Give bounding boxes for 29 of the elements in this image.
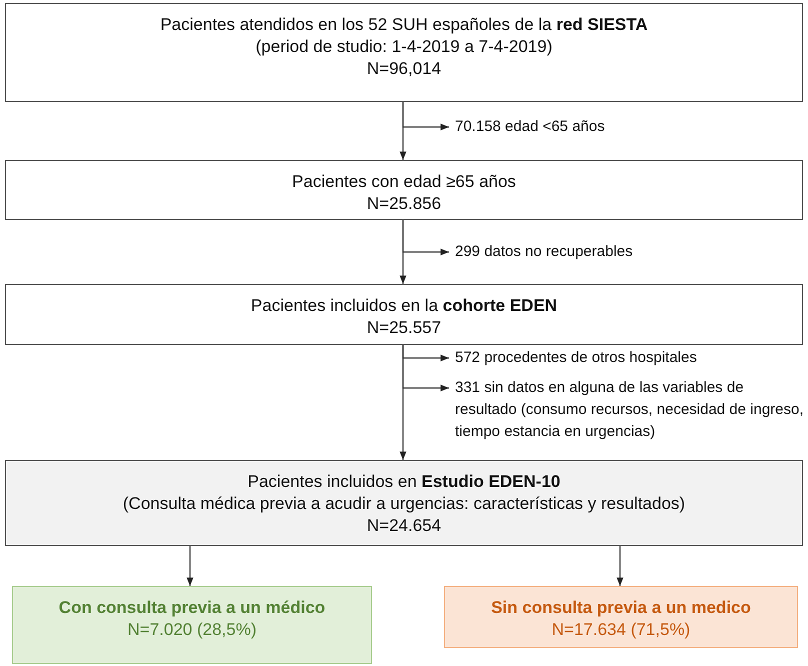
box-heading: Pacientes con edad ≥65 años [292,171,516,193]
box-heading: Con consulta previa a un médico [58,597,326,619]
box-text: N=25.557 [366,317,442,339]
arrow [402,345,449,392]
process-box [444,586,798,648]
process-box [5,160,803,220]
box-heading: Pacientes incluidos en la cohorte EDEN [250,295,558,317]
arrow [186,546,194,586]
process-box [5,284,803,345]
box-text: N=7.020 (28,5%) [128,619,256,641]
box-heading: Pacientes incluidos en Estudio EDEN-10 [248,471,560,493]
exclusion-note: 572 procedentes de otros hospitales [455,348,697,368]
exclusion-note: 299 datos no recuperables [455,242,633,262]
process-box [5,3,803,102]
exclusion-note: 70.158 edad <65 años [455,117,605,137]
arrow [402,220,449,256]
box-text: (period de studio: 1-4-2019 a 7-4-2019) [256,36,552,58]
box-heading: Pacientes atendidos en los 52 SUH españoles de la red SIESTA [160,14,648,36]
box-text: (Consulta médica previa a acudir a urgencias: características y resultados) [122,493,686,515]
box-text: N=96,014 [366,58,442,80]
box-text: N=25.856 [366,193,442,215]
process-box [12,586,372,664]
box-heading: Sin consulta previa a un medico [491,597,751,619]
arrow [402,102,449,130]
process-box [5,460,803,546]
exclusion-note: 331 sin datos en alguna de las variables de resultado (consumo recursos, necesidad de ingreso, tiempo estancia en urgencias) [455,378,805,442]
box-text: N=17.634 (71,5%) [552,619,690,641]
arrow [616,546,624,586]
box-text: N=24.654 [366,515,442,537]
